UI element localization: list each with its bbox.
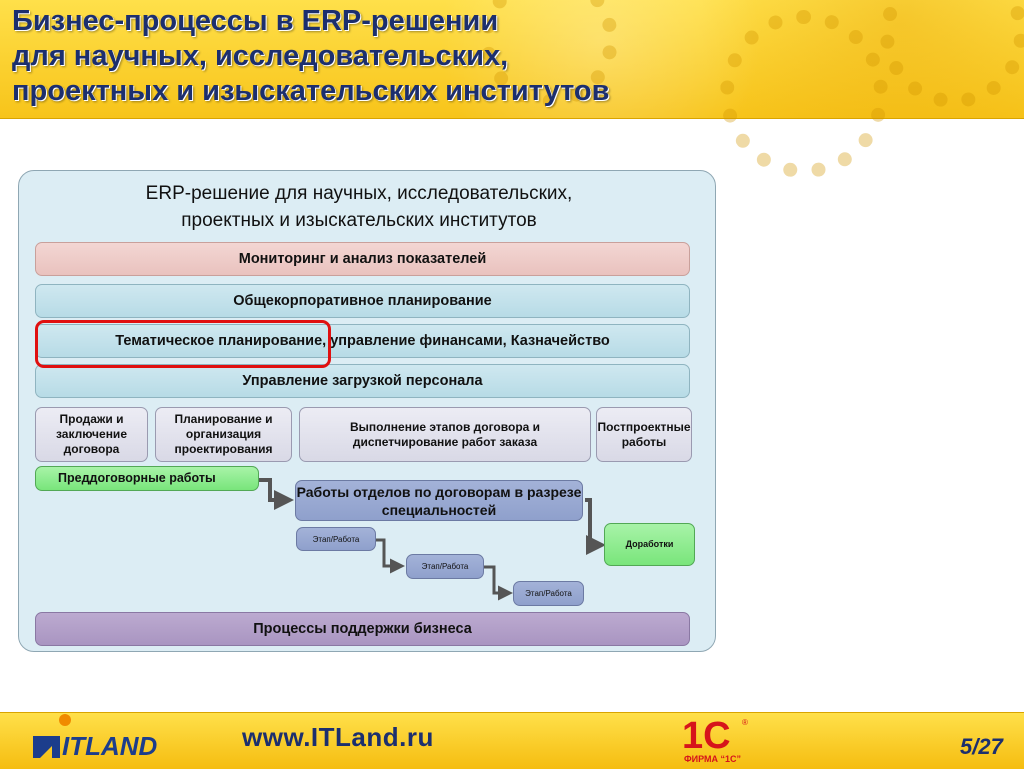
highlight-frame [35, 320, 331, 368]
diagram-title: ERP-решение для научных, исследовательск… [18, 180, 700, 234]
stage-design-planning: Планирование и организация проектировани… [155, 407, 292, 462]
step-box: Этап/Работа [513, 581, 584, 606]
stage-postproject: Постпроектные работы [596, 407, 692, 462]
step-box: Этап/Работа [296, 527, 376, 551]
page-number: 5/27 [960, 734, 1003, 759]
onec-logo-text: 1С [682, 715, 731, 757]
department-work: Работы отделов по договорам в разрезе сп… [295, 480, 583, 521]
layer-staff-load: Управление загрузкой персонала [35, 364, 690, 398]
footer-band [0, 712, 1024, 769]
layer-monitoring: Мониторинг и анализ показателей [35, 242, 690, 276]
website-link[interactable]: www.ITLand.ru [242, 722, 434, 752]
diagram-title-line: проектных и изыскательских институтов [181, 210, 537, 231]
slide-title: Бизнес-процессы в ERP-решении для научны… [12, 4, 609, 109]
layer-business-support: Процессы поддержки бизнеса [35, 612, 690, 646]
connector-arrow [376, 538, 405, 574]
connector-arrow [585, 498, 606, 555]
stage-contract-execution: Выполнение этапов договора и диспетчиров… [299, 407, 591, 462]
svg-text:®: ® [742, 718, 748, 727]
refinement-box: Доработки [604, 523, 695, 566]
slide-title-line: проектных и изыскательских институтов [12, 75, 610, 107]
itland-logo: ITLAND [33, 714, 158, 761]
stage-sales: Продажи и заключение договора [35, 407, 148, 462]
slide-title-line: для научных, исследовательских, [12, 40, 509, 72]
diagram-title-line: ERP-решение для научных, исследовательск… [145, 183, 573, 204]
connector-arrow [259, 478, 294, 510]
itland-logo-text: ITLAND [62, 731, 158, 761]
step-box: Этап/Работа [406, 554, 484, 579]
layer-finance: Тематическое планирование, управление фи… [35, 324, 690, 358]
onec-logo: 1С ® ФИРМА “1С” [682, 715, 748, 764]
layer-corporate-planning: Общекорпоративное планирование [35, 284, 690, 318]
connector-arrow [484, 565, 513, 601]
slide-title-line: Бизнес-процессы в ERP-решении [12, 5, 499, 37]
onec-caption: ФИРМА “1С” [684, 754, 741, 764]
pre-contract-work: Преддоговорные работы [35, 466, 259, 491]
